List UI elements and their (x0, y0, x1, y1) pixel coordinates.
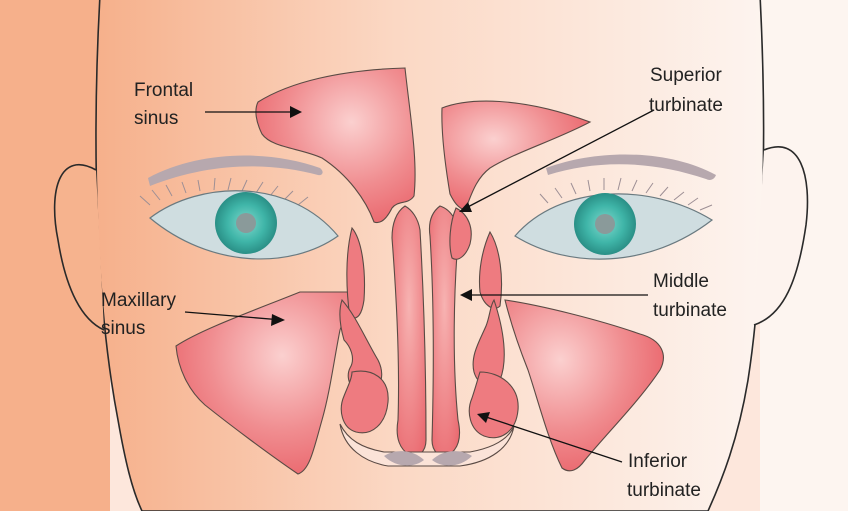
left-pupil (236, 213, 256, 233)
label-superior-turbinate-line2: turbinate (649, 95, 723, 116)
label-middle-turbinate-line2: turbinate (653, 300, 727, 321)
label-frontal-sinus-line2: sinus (134, 108, 178, 129)
right-pupil (595, 214, 615, 234)
label-inferior-turbinate-line1: Inferior (628, 451, 688, 472)
label-frontal-sinus-line1: Frontal (134, 80, 193, 101)
label-inferior-turbinate-line2: turbinate (627, 480, 701, 501)
label-superior-turbinate-line1: Superior (650, 65, 722, 86)
label-maxillary-sinus-line2: sinus (101, 318, 145, 339)
label-middle-turbinate-line1: Middle (653, 271, 709, 292)
label-maxillary-sinus-line1: Maxillary (101, 290, 176, 311)
